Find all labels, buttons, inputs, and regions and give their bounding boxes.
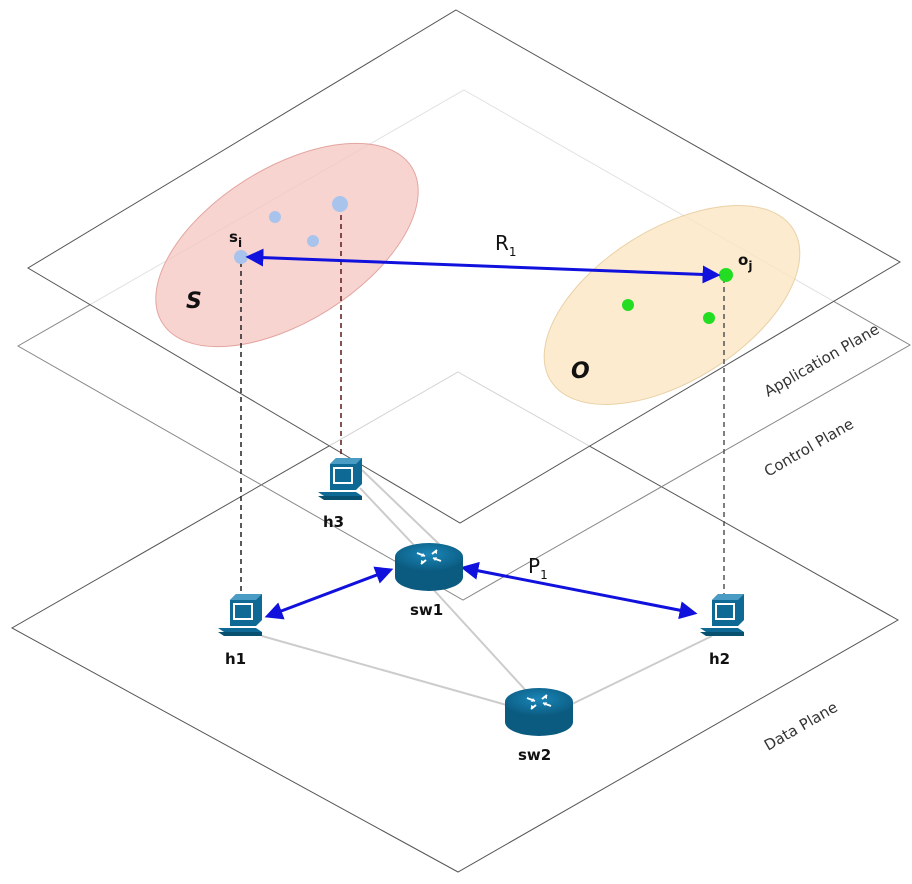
switch-sw1-label: sw1 bbox=[410, 601, 443, 619]
switch-sw2-label: sw2 bbox=[518, 746, 551, 764]
control-plane-label: Control Plane bbox=[761, 415, 857, 481]
host-h1-label: h1 bbox=[225, 650, 246, 668]
subject-set-ellipse bbox=[155, 142, 419, 348]
link-h3-sw1-ext bbox=[361, 469, 441, 546]
relation-arrow-r1 bbox=[245, 248, 721, 284]
path-arrow-h1-sw1 bbox=[264, 566, 394, 620]
subject-point bbox=[307, 235, 319, 247]
host-h2-label: h2 bbox=[709, 650, 730, 668]
path-arrow-sw1-h2 bbox=[460, 561, 698, 620]
object-set-label: O bbox=[571, 359, 590, 384]
data-plane bbox=[10, 371, 900, 873]
path-label-p1: P1 bbox=[528, 554, 548, 582]
object-point bbox=[622, 299, 634, 311]
object-set-ellipse bbox=[543, 205, 801, 405]
subject-set-label: S bbox=[186, 289, 202, 314]
host-h3-label: h3 bbox=[323, 513, 344, 531]
subject-point-h3 bbox=[332, 196, 348, 212]
link-h1-sw2 bbox=[261, 635, 511, 707]
relation-label-r1: R1 bbox=[495, 231, 517, 259]
host-h2-computer-icon bbox=[700, 594, 744, 636]
subject-point bbox=[269, 211, 281, 223]
switch-sw1-router-icon bbox=[395, 543, 463, 591]
subject-element-label: si bbox=[229, 228, 242, 250]
object-point bbox=[703, 312, 715, 324]
object-point-oj bbox=[719, 268, 733, 282]
subject-point-si bbox=[234, 250, 248, 264]
object-element-label: oj bbox=[738, 251, 752, 273]
data-plane-label: Data Plane bbox=[761, 698, 841, 754]
host-h3-computer-icon bbox=[318, 458, 362, 500]
host-h1-computer-icon bbox=[218, 594, 262, 636]
link-sw2-h2 bbox=[567, 635, 713, 707]
link-sw1-sw2 bbox=[431, 587, 531, 696]
switch-sw2-router-icon bbox=[505, 688, 573, 736]
